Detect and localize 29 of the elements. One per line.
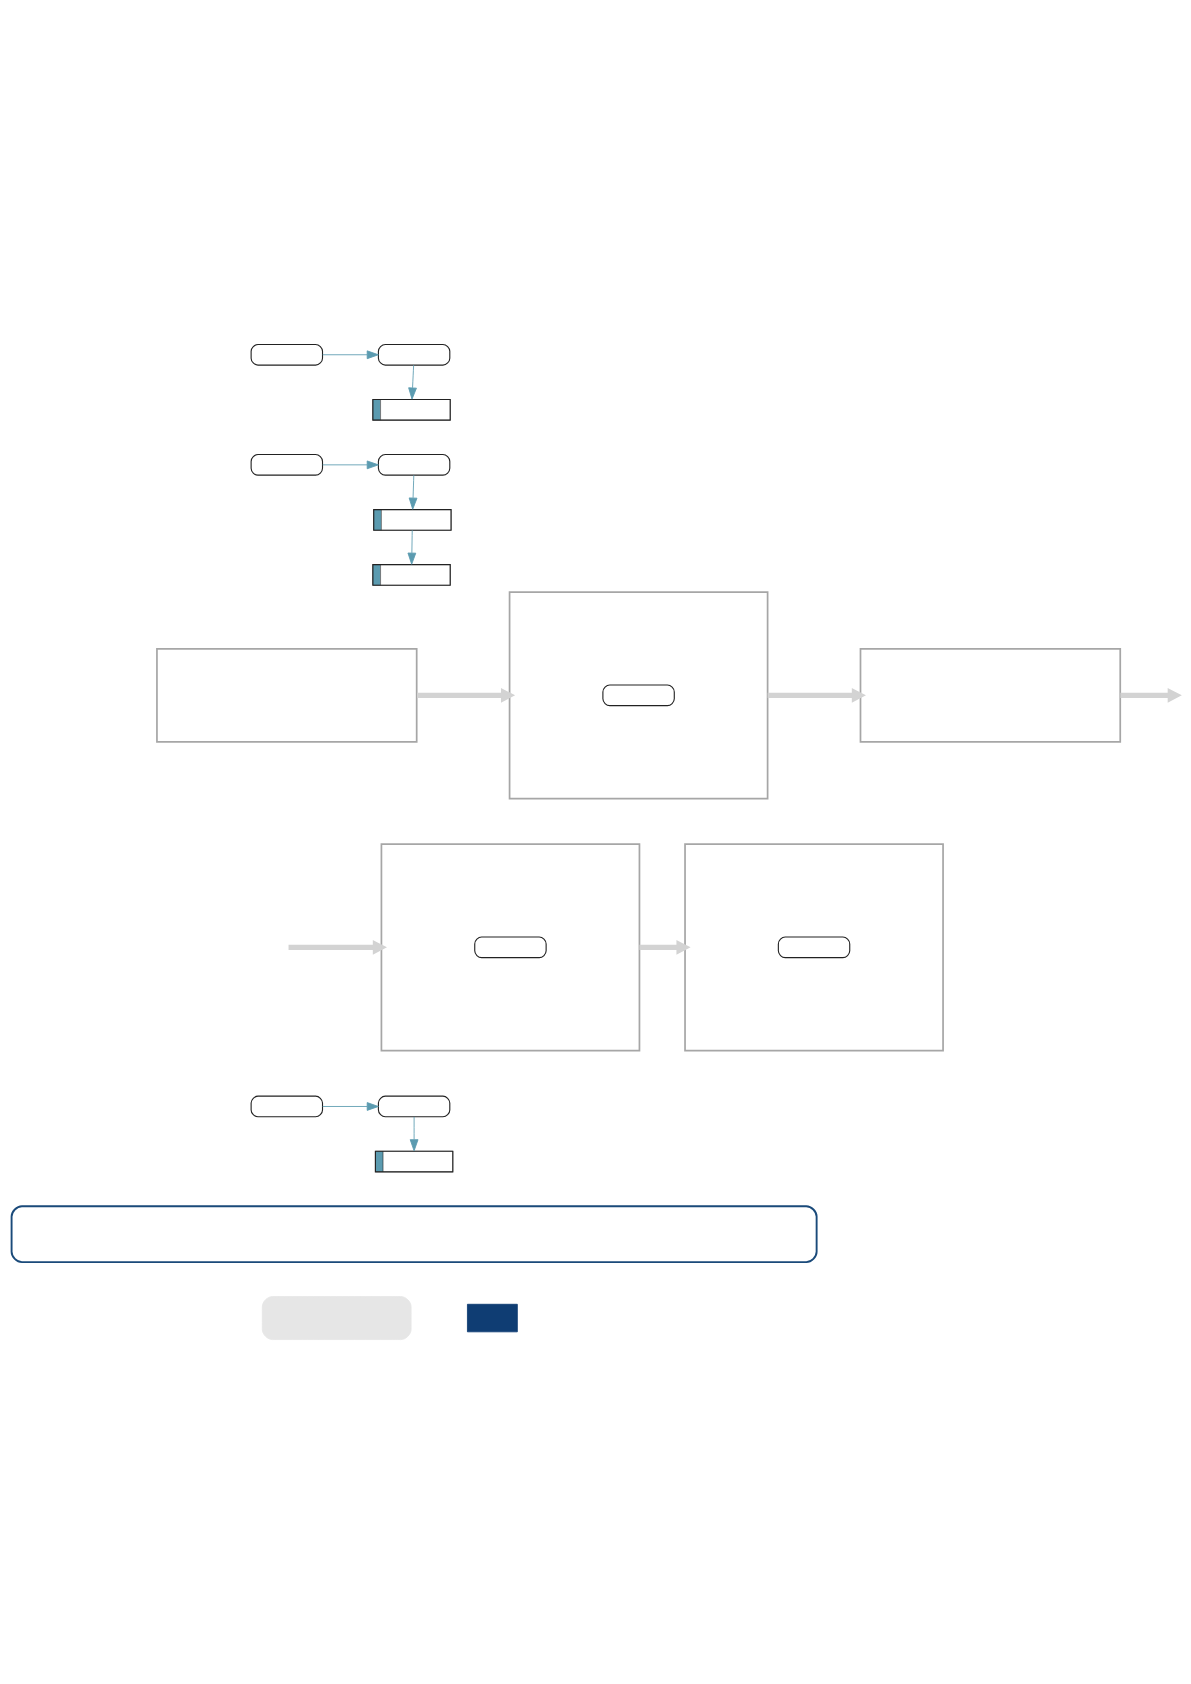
arrow bbox=[322, 350, 379, 360]
node-box bbox=[250, 343, 324, 366]
arrow bbox=[409, 1116, 419, 1152]
node-box bbox=[602, 684, 675, 707]
node-box bbox=[261, 1296, 412, 1340]
node-box bbox=[777, 936, 851, 959]
node-box bbox=[859, 648, 1122, 743]
cluster bbox=[684, 843, 944, 1052]
cluster bbox=[380, 843, 641, 1052]
arrow bbox=[408, 364, 417, 400]
arrow bbox=[322, 1102, 379, 1111]
node-box bbox=[250, 1095, 324, 1118]
arrow bbox=[288, 939, 387, 955]
arrow bbox=[1120, 687, 1182, 703]
arrow bbox=[407, 529, 417, 565]
arrow bbox=[417, 687, 516, 703]
node-box bbox=[250, 453, 324, 476]
node-box bbox=[474, 936, 547, 959]
node-box bbox=[377, 343, 451, 366]
node-box bbox=[377, 453, 451, 476]
node-box bbox=[10, 1205, 818, 1264]
arrow bbox=[408, 474, 418, 510]
node-box bbox=[377, 1095, 451, 1118]
cluster bbox=[508, 591, 769, 800]
arrow bbox=[322, 460, 379, 470]
node-box bbox=[467, 1303, 518, 1333]
node-box bbox=[156, 648, 418, 743]
arrow bbox=[639, 939, 691, 955]
arrow bbox=[767, 687, 866, 703]
